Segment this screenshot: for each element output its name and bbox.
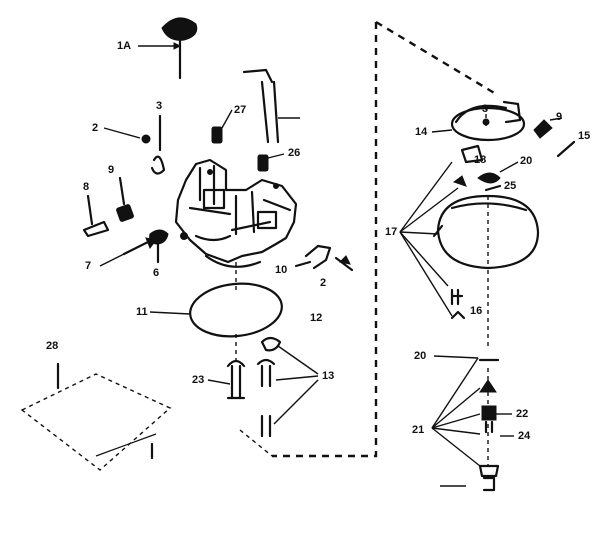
callout-21-leaders xyxy=(431,357,481,467)
part-1a-choke-knob xyxy=(138,17,198,80)
callout-9-left: 9 xyxy=(108,164,115,176)
part-23-float-pin xyxy=(207,334,246,400)
callout-20-upper: 20 xyxy=(520,155,533,167)
callout-14: 14 xyxy=(415,126,428,138)
callout-11: 11 xyxy=(136,306,148,318)
float-bowl xyxy=(432,194,540,270)
part-9-idle-screw xyxy=(116,176,134,222)
part-2-screw-right xyxy=(334,255,354,272)
callout-21: 21 xyxy=(412,424,425,436)
callout-6: 6 xyxy=(153,267,160,279)
callout-1a: 1A xyxy=(117,40,132,52)
callout-26: 26 xyxy=(288,147,301,159)
callout-10: 10 xyxy=(275,264,288,276)
part-8-adjust-screw xyxy=(82,194,110,238)
callout-25: 25 xyxy=(504,180,517,192)
part-10-bracket xyxy=(294,244,332,270)
part-18-ring xyxy=(452,144,484,187)
part-15-pin xyxy=(556,140,576,158)
callout-2-right: 2 xyxy=(320,277,327,289)
part-2-screw xyxy=(103,127,151,144)
callout-12: 12 xyxy=(310,312,323,324)
callout-18: 18 xyxy=(474,154,487,166)
part-16-clip xyxy=(450,288,466,320)
callout-15: 15 xyxy=(578,130,591,142)
callout-7: 7 xyxy=(85,260,92,272)
part-7-spring-screw xyxy=(99,237,157,267)
dashed-connector xyxy=(239,20,497,458)
part-20-spacer xyxy=(477,161,519,184)
part-bowl-fittings xyxy=(440,368,514,492)
callout-9-right: 9 xyxy=(556,111,563,123)
part-3-spring xyxy=(150,114,166,175)
part-shaft-pin xyxy=(242,68,300,144)
callout-17: 17 xyxy=(385,226,398,238)
part-14-cover xyxy=(431,100,526,142)
callout-3-right: 3 xyxy=(482,103,489,115)
part-20-washer-lower xyxy=(433,355,500,362)
part-27-screw xyxy=(211,109,233,144)
part-28-fuel-bowl xyxy=(20,362,172,471)
part-6-fitting xyxy=(149,229,169,264)
callout-8-left: 8 xyxy=(83,181,90,193)
part-11-gasket xyxy=(149,262,283,338)
part-26-needle xyxy=(257,153,285,172)
callout-17-leaders xyxy=(399,161,489,350)
callout-22: 22 xyxy=(516,408,529,420)
callout-13: 13 xyxy=(322,370,335,382)
part-25-seat xyxy=(484,184,502,192)
callout-3-left: 3 xyxy=(156,100,163,112)
callout-28: 28 xyxy=(46,340,59,352)
carburetor-body xyxy=(174,158,298,268)
part-9-screw-right xyxy=(533,117,563,139)
callout-24: 24 xyxy=(518,430,531,442)
callout-23: 23 xyxy=(192,374,205,386)
part-13-float-needle xyxy=(256,345,319,438)
callout-20-lower: 20 xyxy=(414,350,427,362)
callout-2-left: 2 xyxy=(92,122,99,134)
part-12-seat xyxy=(260,336,282,352)
callout-27: 27 xyxy=(234,104,247,116)
callout-16: 16 xyxy=(470,305,483,317)
